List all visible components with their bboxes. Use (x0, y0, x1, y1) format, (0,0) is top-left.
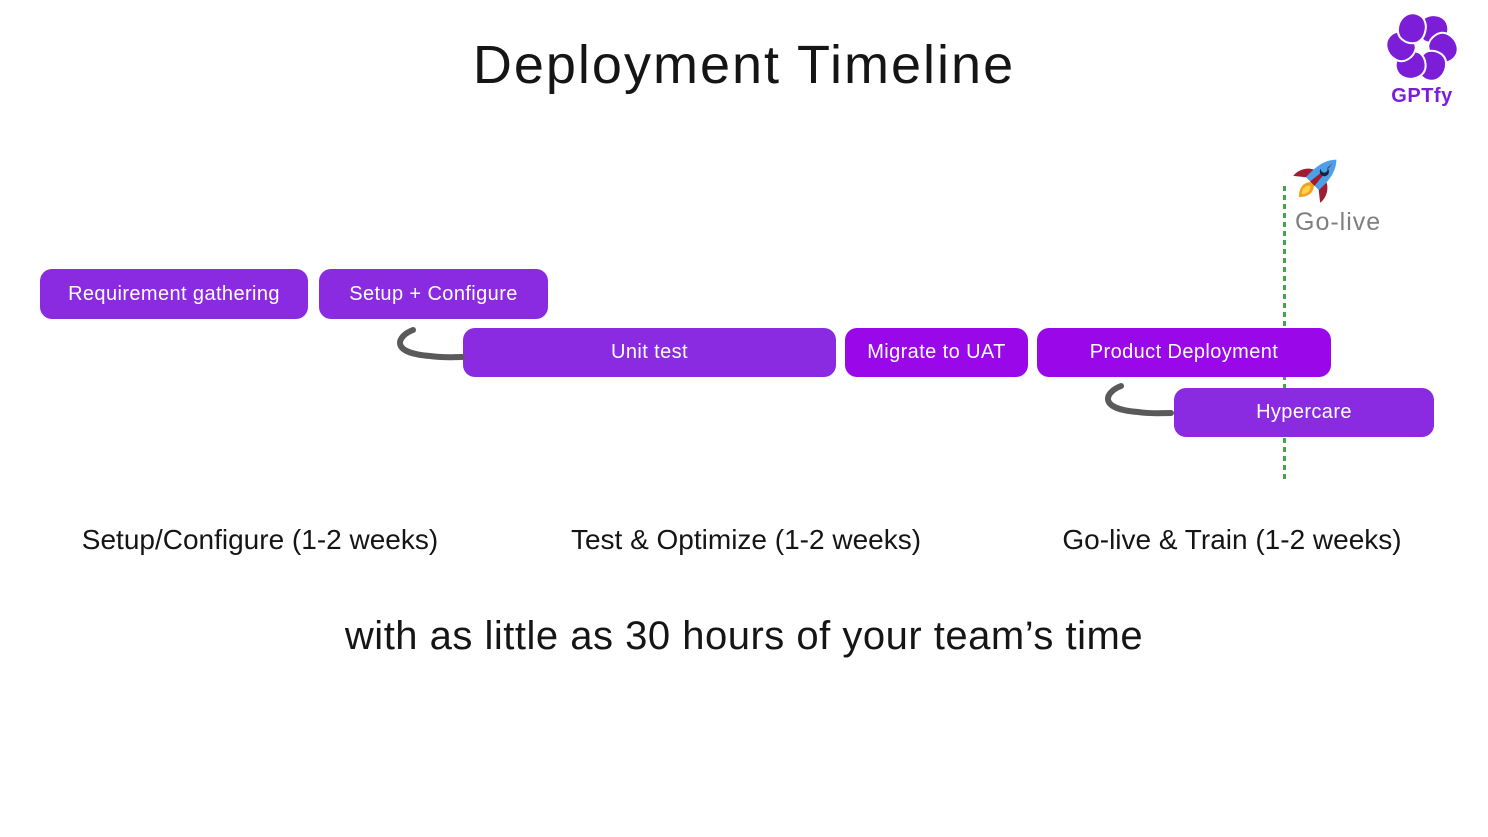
timeline-bar-unit-test: Unit test (463, 328, 836, 377)
timeline-bar-migrate-to-uat: Migrate to UAT (845, 328, 1028, 377)
brand-name: GPTfy (1391, 85, 1453, 107)
timeline-bar-setup-configure: Setup + Configure (319, 269, 548, 319)
connector-product-to-hypercare (1105, 383, 1174, 417)
page-title: Deployment Timeline (472, 35, 1016, 95)
timeline-bar-requirement-gathering: Requirement gathering (40, 269, 308, 319)
timeline-bar-product-deployment: Product Deployment (1037, 328, 1331, 377)
brand-logo: GPTfy (1381, 10, 1463, 108)
phase-label-setup-configure: Setup/Configure (1-2 weeks) (81, 524, 439, 555)
connector-setup-to-unittest (397, 327, 465, 361)
rocket-icon (1289, 149, 1347, 212)
pinwheel-icon (1385, 12, 1459, 88)
phase-label-golive-train: Go-live & Train (1-2 weeks) (1062, 524, 1402, 555)
tagline: with as little as 30 hours of your team’… (344, 614, 1144, 658)
phase-label-test-optimize: Test & Optimize (1-2 weeks) (570, 524, 922, 555)
golive-label: Go-live (1295, 208, 1382, 236)
timeline-bar-hypercare: Hypercare (1174, 388, 1434, 437)
